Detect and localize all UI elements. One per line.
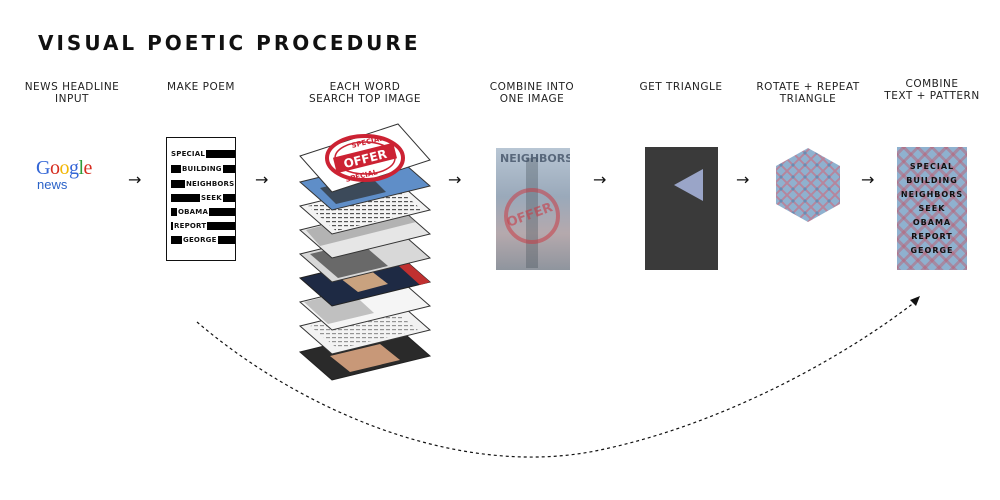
final-poem-word: SEEK [918, 204, 946, 213]
google-wordmark-letter: l [78, 157, 84, 179]
arrow-right-icon: → [736, 170, 750, 189]
step-label-get-triangle: GET TRIANGLE [639, 81, 723, 93]
triangle-shape [674, 169, 703, 201]
google-wordmark-letter: o [59, 157, 69, 179]
final-poem-word: NEIGHBORS [900, 190, 964, 199]
google-wordmark-text: Google [36, 157, 92, 179]
return-arrow-head-icon [910, 296, 920, 306]
arrow-right-icon: → [593, 170, 607, 189]
google-wordmark-letter: g [68, 157, 79, 179]
offer-stamp-band [332, 142, 398, 174]
combined-image: NEIGHBORS OFFER [496, 148, 570, 270]
return-arrow-path [196, 301, 916, 458]
image-card-face [330, 344, 400, 372]
poem-card: SPECIAL BUILDING NEIGHBORS SEEK OBAMA RE… [166, 137, 236, 261]
google-news-logo: Google news [36, 158, 108, 194]
google-wordmark-letter: o [49, 157, 60, 179]
hexagon-pattern [776, 148, 840, 222]
google-wordmark-letter: e [83, 157, 93, 179]
news-wordmark: news [37, 177, 68, 192]
final-poem-word: GEORGE [910, 246, 954, 255]
arrow-right-icon: → [861, 170, 875, 189]
page-title: VISUAL POETIC PROCEDURE [38, 31, 421, 55]
final-poem-word: SPECIAL [909, 162, 955, 171]
poem-word: SPECIAL [170, 150, 206, 158]
arrow-right-icon: → [128, 170, 142, 189]
arrow-right-icon: → [448, 170, 462, 189]
triangle-icon [674, 169, 703, 201]
poem-word: NEIGHBORS [185, 180, 235, 188]
offer-stamp-ring [325, 134, 405, 182]
poem-word: BUILDING [181, 165, 223, 173]
poem-word: REPORT [173, 222, 208, 230]
final-poem-word: BUILDING [906, 176, 958, 185]
google-wordmark-letter: G [36, 157, 50, 179]
triangle-panel [645, 147, 718, 270]
combined-stamp-ring [504, 188, 560, 244]
image-card-text [308, 185, 422, 231]
search-image-stack: OFFER SPECIAL SPECIAL [298, 123, 432, 381]
poem-word: OBAMA [177, 208, 210, 216]
poem-word: SEEK [200, 194, 223, 202]
step-label-make-poem: MAKE POEM [167, 81, 235, 93]
final-poem-word: REPORT [911, 232, 953, 241]
google-wordmark: Google [36, 158, 108, 178]
image-card-text [310, 307, 418, 349]
hexagon-shape [776, 148, 840, 222]
arrow-right-icon: → [255, 170, 269, 189]
image-card-building-shape [320, 176, 386, 204]
combined-image-text: NEIGHBORS [500, 152, 570, 165]
final-text-pattern: SPECIAL BUILDING NEIGHBORS SEEK OBAMA RE… [897, 147, 967, 270]
final-poem-word: OBAMA [912, 218, 952, 227]
poem-word: GEORGE [182, 236, 218, 244]
